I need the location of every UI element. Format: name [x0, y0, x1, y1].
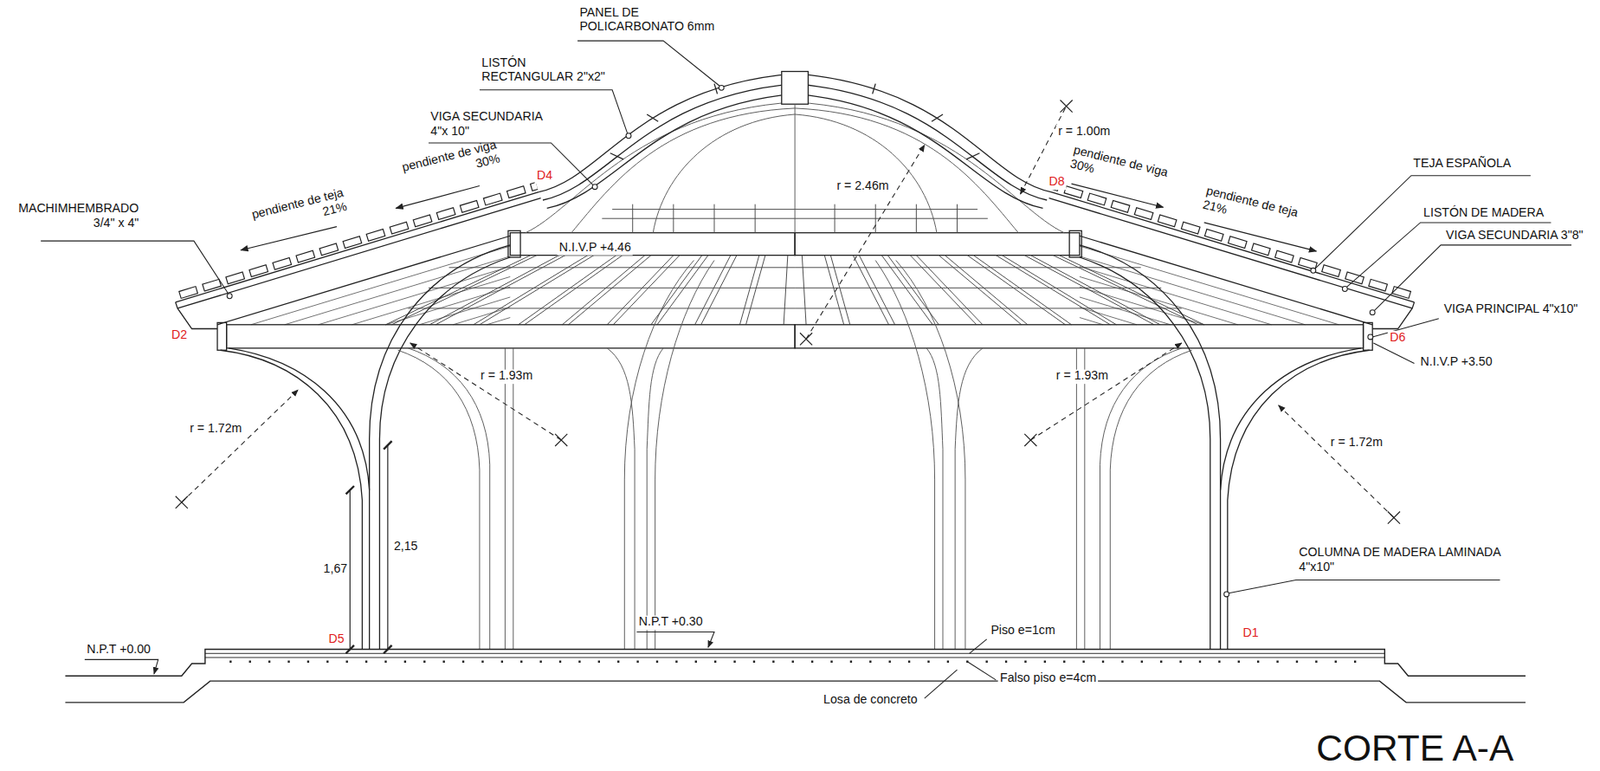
leader-dots-part — [1224, 591, 1230, 597]
detail-marker: D4 — [535, 169, 555, 184]
callout-label: N.I.V.P +3.50 — [1418, 354, 1495, 369]
radius-lines-part — [181, 389, 298, 503]
leader-dots-part — [226, 293, 233, 299]
radius-lines — [181, 106, 1394, 518]
leader-lines — [40, 40, 1572, 698]
callout-label: VIGA SECUNDARIA 4"x 10" — [428, 109, 561, 139]
callout-label: r = 1.72m — [187, 421, 245, 436]
leader-dots-part — [1367, 334, 1374, 340]
structure-part — [781, 70, 809, 104]
floor-slab — [64, 649, 1526, 703]
callout-label: COLUMNA DE MADERA LAMINADA 4"x10" — [1296, 546, 1536, 575]
structure-part — [794, 103, 796, 233]
structure — [175, 70, 1415, 649]
detail-marker: D6 — [1387, 330, 1408, 345]
callout-label: PANEL DE POLICARBONATO 6mm — [577, 6, 725, 35]
radius-lines-part — [806, 144, 925, 339]
detail-marker: D2 — [169, 328, 190, 342]
callout-label: LISTÓN DE MADERA — [1421, 206, 1547, 220]
callout-label: pendiente de teja 21% — [1199, 183, 1313, 238]
callout-label: 2,15 — [392, 539, 420, 554]
leader-dots-part — [1341, 286, 1348, 292]
leader-lines-part — [924, 669, 958, 698]
leader-dots-part — [625, 133, 632, 139]
radius-lines-part — [1030, 342, 1181, 440]
callout-label: N.I.V.P +4.46 — [556, 240, 633, 255]
drawing-title: CORTE A-A — [1316, 726, 1514, 770]
leader-lines-part — [1228, 579, 1500, 593]
floor-slab-part — [205, 656, 1385, 658]
leader-lines-part — [636, 632, 715, 648]
callout-label: r = 1.00m — [1056, 124, 1113, 139]
structure-part — [175, 73, 795, 650]
callout-label: VIGA SECUNDARIA 3"8" — [1444, 228, 1586, 243]
callout-label: Piso e=1cm — [988, 623, 1058, 638]
leader-lines-part — [967, 661, 996, 680]
leader-dots-part — [718, 84, 724, 91]
callout-label: Falso piso e=4cm — [998, 670, 1099, 685]
floor-slab-part — [64, 649, 1526, 677]
dimension-lines-part — [349, 490, 351, 650]
callout-label: pendiente de teja 21% — [236, 185, 350, 239]
leader-lines-part — [1373, 342, 1414, 364]
callout-label: LISTÓN RECTANGULAR 2"x2" — [479, 56, 615, 85]
dimension-lines-part — [383, 440, 392, 653]
leader-lines-part — [969, 638, 988, 653]
callout-label: pendiente de viga 30% — [385, 137, 504, 193]
leader-lines-part — [1374, 245, 1572, 310]
callout-label: r = 1.72m — [1328, 435, 1385, 450]
slope-arrows-part — [395, 185, 480, 208]
slope-arrows — [240, 183, 1317, 252]
leader-lines-part — [1315, 175, 1531, 269]
radius-lines-part — [1020, 106, 1067, 194]
center-marks-part — [800, 332, 813, 345]
radius-lines-part — [410, 342, 562, 440]
callout-label: N.P.T +0.00 — [84, 642, 154, 657]
leader-lines-part — [84, 658, 159, 674]
callout-label: N.P.T +0.30 — [636, 615, 705, 630]
dimension-lines — [346, 440, 393, 653]
dimension-lines-part — [387, 445, 388, 650]
center-marks-part — [1387, 510, 1400, 523]
callout-label: r = 1.93m — [478, 369, 536, 384]
center-marks-part — [554, 433, 568, 446]
radius-lines-part — [1278, 405, 1394, 518]
callout-label: pendiente de viga 30% — [1066, 142, 1185, 198]
leader-dots-part — [1310, 267, 1317, 273]
callout-label: 1,67 — [321, 561, 349, 576]
slope-arrows-part — [240, 226, 337, 251]
center-marks-part — [1024, 433, 1037, 446]
callout-label: TEJA ESPAÑOLA — [1411, 156, 1514, 171]
callout-label: VIGA PRINCIPAL 4"x10" — [1441, 302, 1580, 317]
leader-dots — [226, 84, 1375, 596]
slope-arrows-part — [1070, 183, 1163, 207]
detail-marker: D1 — [1240, 626, 1261, 641]
detail-marker: D5 — [326, 632, 347, 647]
callout-label: Losa de concreto — [821, 692, 920, 707]
callout-label: r = 1.93m — [1053, 369, 1110, 384]
floor-slab-part — [64, 680, 1526, 703]
floor-slab-part — [229, 660, 1368, 663]
center-marks — [175, 99, 1400, 523]
floor-slab-part — [205, 652, 1385, 654]
leader-dots-part — [1369, 309, 1375, 316]
center-marks-part — [175, 496, 188, 509]
detail-marker: D8 — [1046, 175, 1067, 190]
slope-arrows-part — [1204, 222, 1317, 252]
leader-dots-part — [592, 184, 598, 190]
callout-label: MACHIMHEMBRADO 3/4" x 4" — [12, 201, 141, 231]
center-marks-part — [1060, 99, 1073, 112]
callout-label: r = 2.46m — [834, 179, 891, 194]
leader-lines-part — [40, 240, 229, 294]
